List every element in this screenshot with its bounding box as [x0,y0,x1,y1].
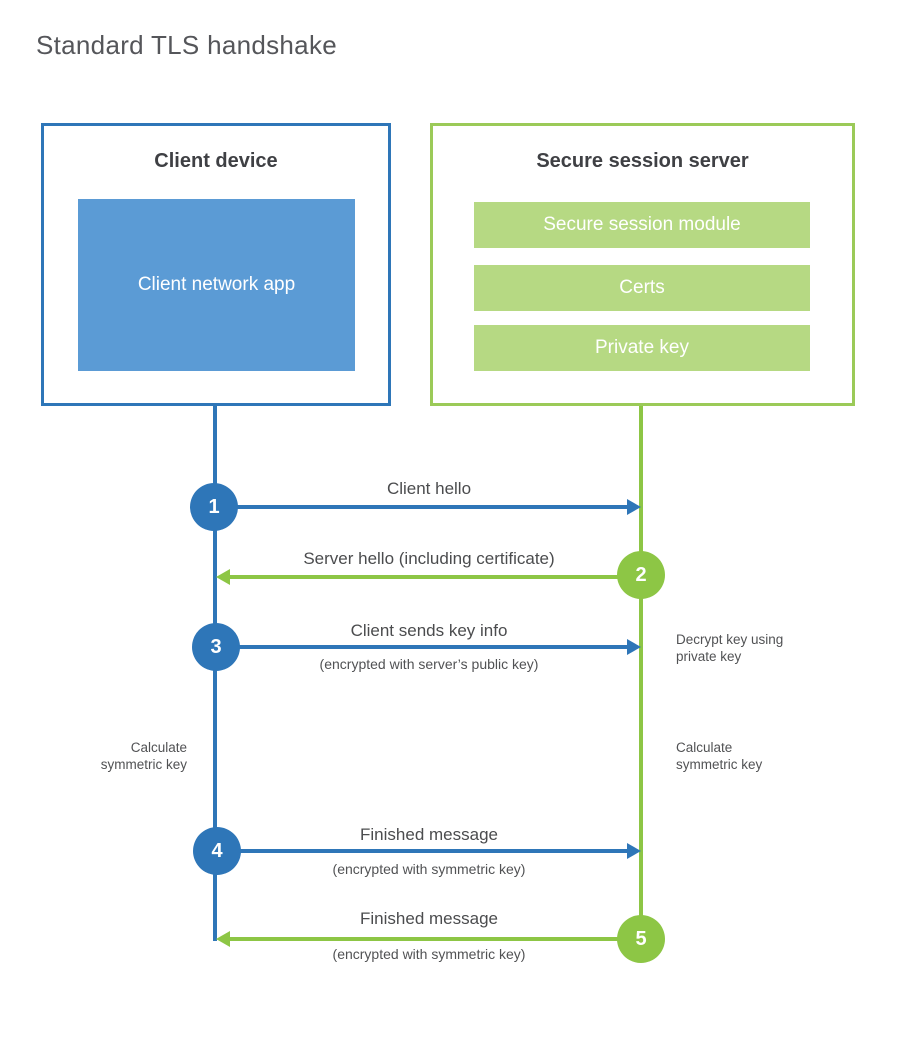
server-module-label: Private key [595,337,689,358]
server-box-title: Secure session server [536,150,749,172]
step3-number: 3 [210,635,222,658]
client-box-title: Client device [154,150,278,172]
server-module-label: Certs [619,277,665,298]
server-module-certs: Certs [474,265,810,311]
step2-badge: 2 [617,551,665,599]
note-calculate-symmetric-key-client: Calculate symmetric key [100,740,187,773]
secure-session-server-box: Secure session server Secure session mod… [430,123,855,406]
step2-label: Server hello (including certificate) [303,549,555,568]
server-module-label: Secure session module [543,214,741,235]
step3-label: Client sends key info [350,621,508,640]
note-decrypt-key: Decrypt key using private key [676,632,784,665]
arrow-step2-line [226,575,640,579]
step1-number: 1 [208,495,220,518]
arrow-step2-head-left-icon [216,569,230,585]
arrow-step3-line [217,645,630,649]
step5-number: 5 [635,927,647,950]
arrow-step4-head-right-icon [627,843,641,859]
client-module-label: Client network app [137,274,296,296]
client-device-box: Client device Client network app [41,123,391,406]
arrow-step5-line [228,937,640,941]
client-lifeline [213,406,217,941]
server-lifeline [639,406,643,939]
step3-sublabel: (encrypted with server’s public key) [319,656,539,672]
server-module-private-key: Private key [474,325,810,371]
server-module-secure-session: Secure session module [474,202,810,248]
arrow-step5-head-left-icon [216,931,230,947]
step4-badge: 4 [193,827,241,875]
step4-number: 4 [211,839,223,862]
step4-label: Finished message [360,825,498,844]
arrow-step3-head-right-icon [627,639,641,655]
step2-number: 2 [635,563,647,586]
arrow-step4-line [218,849,630,853]
step5-label: Finished message [360,909,498,928]
step5-sublabel: (encrypted with symmetric key) [332,946,526,962]
page-title: Standard TLS handshake [36,30,338,60]
step5-badge: 5 [617,915,665,963]
note-calculate-symmetric-key-server: Calculate symmetric key [676,740,763,773]
step3-badge: 3 [192,623,240,671]
step1-label: Client hello [386,479,472,498]
arrow-step1-line [215,505,630,509]
step1-badge: 1 [190,483,238,531]
arrow-step1-head-right-icon [627,499,641,515]
step4-sublabel: (encrypted with symmetric key) [332,861,526,877]
client-network-app-module: Client network app [78,199,355,371]
